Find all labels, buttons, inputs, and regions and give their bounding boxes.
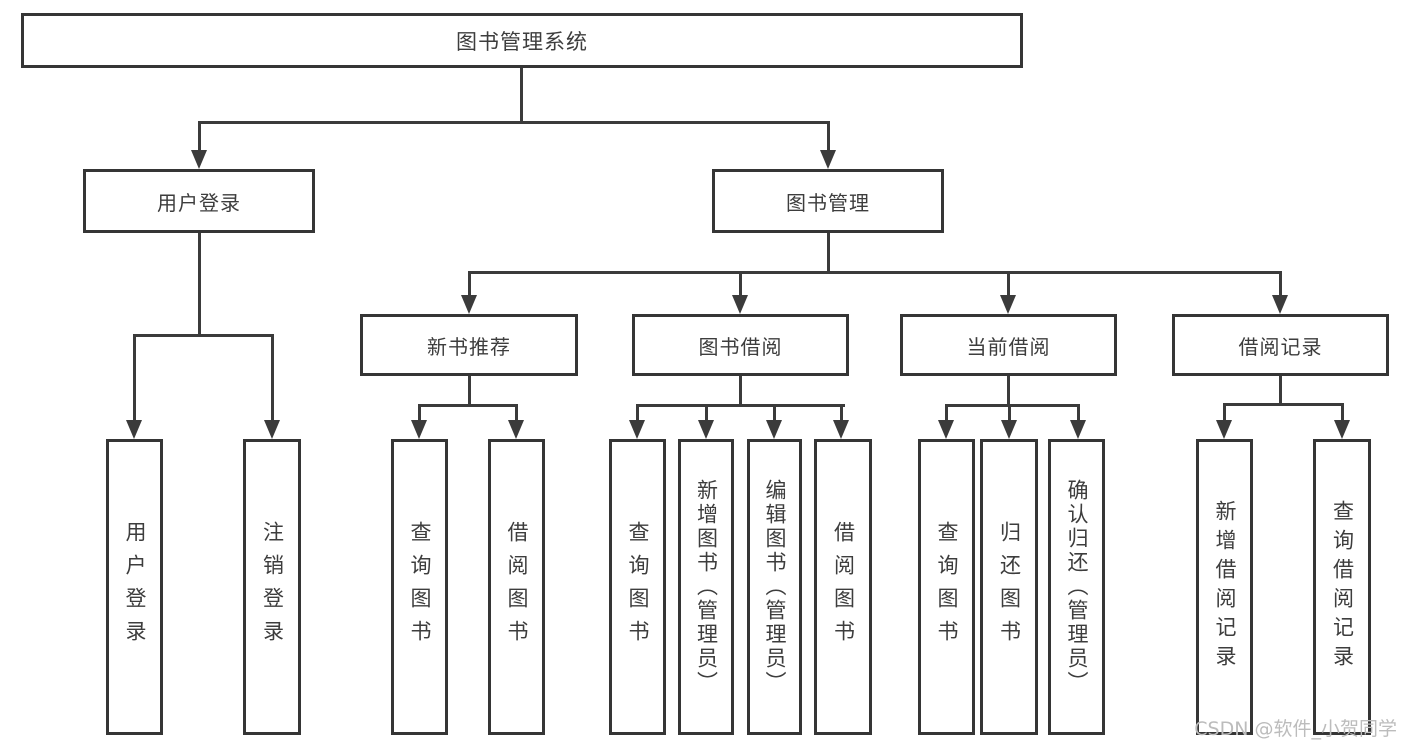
node-leaf-query-borrow-record: 查询借阅记录	[1313, 439, 1371, 735]
connector-stub	[520, 68, 523, 123]
arrow-line	[133, 335, 136, 427]
connector-stub	[1279, 376, 1282, 406]
arrow-head-down-icon	[732, 295, 748, 314]
arrow-head-down-icon	[698, 420, 714, 439]
node-leaf-add-book: 新增图书（管理员）	[678, 439, 734, 735]
arrow-line	[827, 122, 830, 157]
arrow-line	[1341, 404, 1344, 427]
connector-rail	[945, 404, 1080, 407]
arrow-head-down-icon	[820, 150, 836, 169]
node-label-leaf-confirm-return: 确认归还（管理员）	[1065, 479, 1089, 695]
node-label-leaf-query-borrow-record: 查询借阅记录	[1330, 500, 1355, 674]
node-leaf-add-borrow-record: 新增借阅记录	[1196, 439, 1253, 735]
arrow-head-down-icon	[1001, 420, 1017, 439]
node-leaf-logout: 注销登录	[243, 439, 301, 735]
node-label-leaf-borrow-book-1: 借阅图书	[505, 521, 529, 653]
node-label-book-management: 图书管理	[786, 190, 870, 215]
node-leaf-query-book-2: 查询图书	[609, 439, 666, 735]
connector-stub	[827, 233, 830, 273]
connector-stub	[739, 376, 742, 406]
node-leaf-edit-book: 编辑图书（管理员）	[747, 439, 802, 735]
arrow-head-down-icon	[938, 420, 954, 439]
node-label-leaf-add-book: 新增图书（管理员）	[694, 479, 719, 695]
arrow-line	[636, 405, 639, 427]
node-label-current-borrow: 当前借阅	[966, 334, 1051, 359]
node-leaf-query-book-1: 查询图书	[391, 439, 448, 735]
arrow-line	[1007, 272, 1010, 302]
node-leaf-return-book: 归还图书	[980, 439, 1038, 735]
arrow-line	[1223, 404, 1226, 427]
connector-rail	[198, 121, 830, 124]
node-book-borrow: 图书借阅	[632, 314, 849, 376]
arrow-line	[705, 405, 708, 427]
node-label-leaf-return-book: 归还图书	[997, 521, 1022, 653]
arrow-head-down-icon	[629, 420, 645, 439]
connector-rail	[1223, 403, 1344, 406]
arrow-head-down-icon	[411, 420, 427, 439]
arrow-line	[515, 405, 518, 427]
node-label-new-book-recommend: 新书推荐	[427, 334, 511, 359]
arrow-line	[840, 405, 843, 427]
arrow-head-down-icon	[1216, 420, 1232, 439]
arrow-line	[945, 405, 948, 427]
node-label-leaf-borrow-book-2: 借阅图书	[831, 521, 856, 653]
node-leaf-borrow-book-1: 借阅图书	[488, 439, 545, 735]
node-label-leaf-query-book-2: 查询图书	[626, 521, 650, 653]
arrow-head-down-icon	[508, 420, 524, 439]
node-leaf-query-book-3: 查询图书	[918, 439, 975, 735]
arrow-line	[773, 405, 776, 427]
node-leaf-borrow-book-2: 借阅图书	[814, 439, 872, 735]
watermark: CSDN @软件_小贺同学	[1194, 718, 1397, 740]
connector-stub	[468, 376, 471, 406]
arrow-head-down-icon	[1272, 295, 1288, 314]
arrow-head-down-icon	[461, 295, 477, 314]
node-label-leaf-query-book-1: 查询图书	[408, 521, 432, 653]
arrow-head-down-icon	[1070, 420, 1086, 439]
arrow-head-down-icon	[1000, 295, 1016, 314]
connector-rail	[636, 404, 845, 407]
arrow-line	[1008, 405, 1011, 427]
node-label-leaf-logout: 注销登录	[260, 521, 285, 653]
arrow-line	[468, 272, 471, 302]
node-new-book-recommend: 新书推荐	[360, 314, 578, 376]
node-label-user-login: 用户登录	[157, 190, 241, 215]
arrow-line	[198, 122, 201, 157]
arrow-line	[418, 405, 421, 427]
arrow-line	[1077, 405, 1080, 427]
node-label-book-borrow: 图书借阅	[698, 334, 783, 359]
arrow-line	[271, 335, 274, 427]
arrow-head-down-icon	[191, 150, 207, 169]
node-current-borrow: 当前借阅	[900, 314, 1117, 376]
node-borrow-records: 借阅记录	[1172, 314, 1389, 376]
arrow-head-down-icon	[126, 420, 142, 439]
node-book-management: 图书管理	[712, 169, 944, 233]
node-root: 图书管理系统	[21, 13, 1023, 68]
connector-stub	[1007, 376, 1010, 406]
arrow-head-down-icon	[264, 420, 280, 439]
arrow-line	[1279, 272, 1282, 302]
arrow-line	[739, 272, 742, 302]
node-label-leaf-add-borrow-record: 新增借阅记录	[1213, 500, 1237, 674]
connector-rail	[418, 404, 518, 407]
connector-stub	[198, 233, 201, 336]
node-label-leaf-query-book-3: 查询图书	[935, 521, 959, 653]
node-label-leaf-user-login: 用户登录	[123, 521, 147, 653]
node-user-login: 用户登录	[83, 169, 315, 233]
node-label-borrow-records: 借阅记录	[1238, 334, 1323, 359]
arrow-head-down-icon	[1334, 420, 1350, 439]
node-leaf-user-login: 用户登录	[106, 439, 163, 735]
node-label-leaf-edit-book: 编辑图书（管理员）	[763, 479, 787, 695]
node-leaf-confirm-return: 确认归还（管理员）	[1048, 439, 1105, 735]
connector-rail	[468, 271, 1282, 274]
arrow-head-down-icon	[766, 420, 782, 439]
connector-rail	[133, 334, 274, 337]
arrow-head-down-icon	[833, 420, 849, 439]
node-label-root: 图书管理系统	[456, 29, 588, 54]
